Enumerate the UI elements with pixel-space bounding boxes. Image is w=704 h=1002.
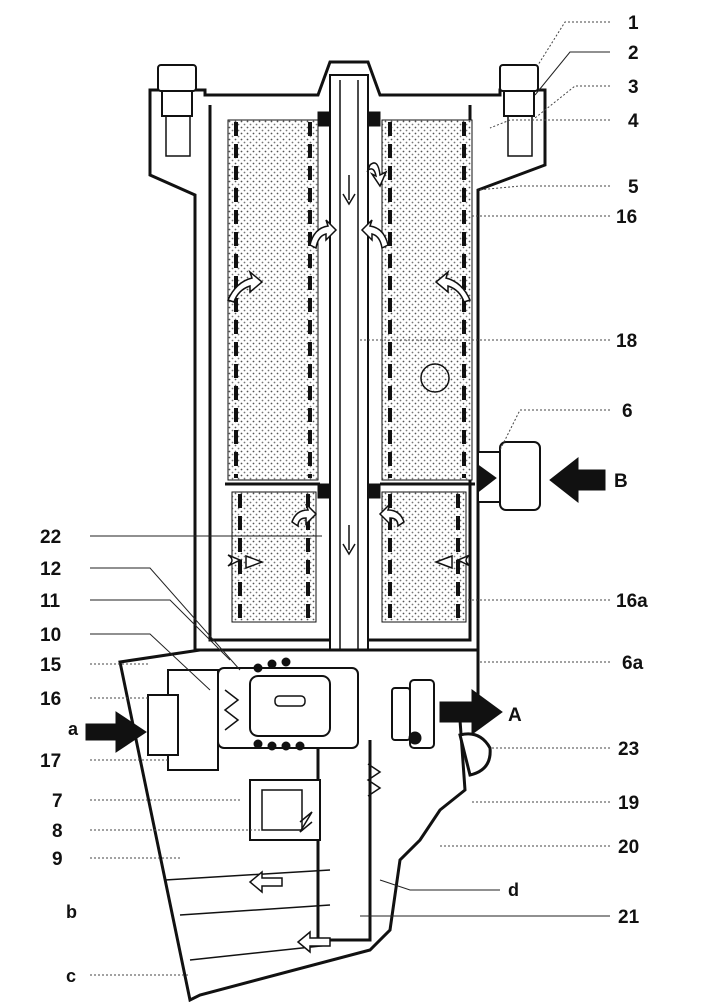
- label-10: 10: [40, 625, 61, 646]
- label-6a: 6a: [622, 653, 644, 674]
- side-lug: [458, 732, 492, 777]
- label-3: 3: [628, 77, 639, 98]
- label-a-outlet: A: [508, 705, 522, 726]
- label-c: c: [66, 966, 76, 986]
- label-11: 11: [40, 591, 61, 612]
- flow-arrows-bottom: [248, 870, 331, 954]
- label-b: B: [614, 471, 628, 492]
- label-18: 18: [616, 331, 637, 352]
- label-8: 8: [52, 821, 63, 842]
- label-1: 1: [628, 13, 639, 34]
- left-bolt: [157, 64, 197, 157]
- label-b-lower: b: [66, 902, 77, 922]
- label-23: 23: [618, 739, 639, 760]
- label-2: 2: [628, 43, 639, 64]
- callout-labels: 1 2 3 4 5 16 18 6 B 16a 6a A 23 19 20 d …: [40, 13, 648, 986]
- label-16a: 16a: [616, 591, 648, 612]
- label-a-inlet: a: [68, 719, 79, 739]
- label-22: 22: [40, 527, 61, 548]
- spring-valve: [249, 763, 382, 841]
- label-7: 7: [52, 791, 63, 812]
- outlet-port-a-fitting: [391, 679, 435, 749]
- arrow-a-inlet: [85, 711, 147, 753]
- flow-arrows-upper: [226, 162, 472, 303]
- label-6: 6: [622, 401, 633, 422]
- slider-valve: [147, 657, 359, 771]
- right-bolt: [499, 64, 539, 157]
- label-5: 5: [628, 177, 639, 198]
- inlet-port-b: [477, 441, 541, 511]
- upper-filter-media-right: [381, 119, 473, 481]
- label-21: 21: [618, 907, 640, 928]
- label-17: 17: [40, 751, 61, 772]
- label-16-left: 16: [40, 689, 61, 710]
- label-d: d: [508, 880, 519, 900]
- flow-arrows-lower: [227, 503, 471, 570]
- label-9: 9: [52, 849, 63, 870]
- label-15: 15: [40, 655, 62, 676]
- label-12: 12: [40, 559, 61, 580]
- leader-lines: [90, 21, 610, 976]
- label-4: 4: [628, 111, 639, 132]
- upper-filter-media-left: [227, 119, 319, 481]
- arrow-b: [549, 456, 606, 504]
- arrow-a: [439, 689, 503, 735]
- label-20: 20: [618, 837, 639, 858]
- label-16-right: 16: [616, 207, 637, 228]
- label-19: 19: [618, 793, 639, 814]
